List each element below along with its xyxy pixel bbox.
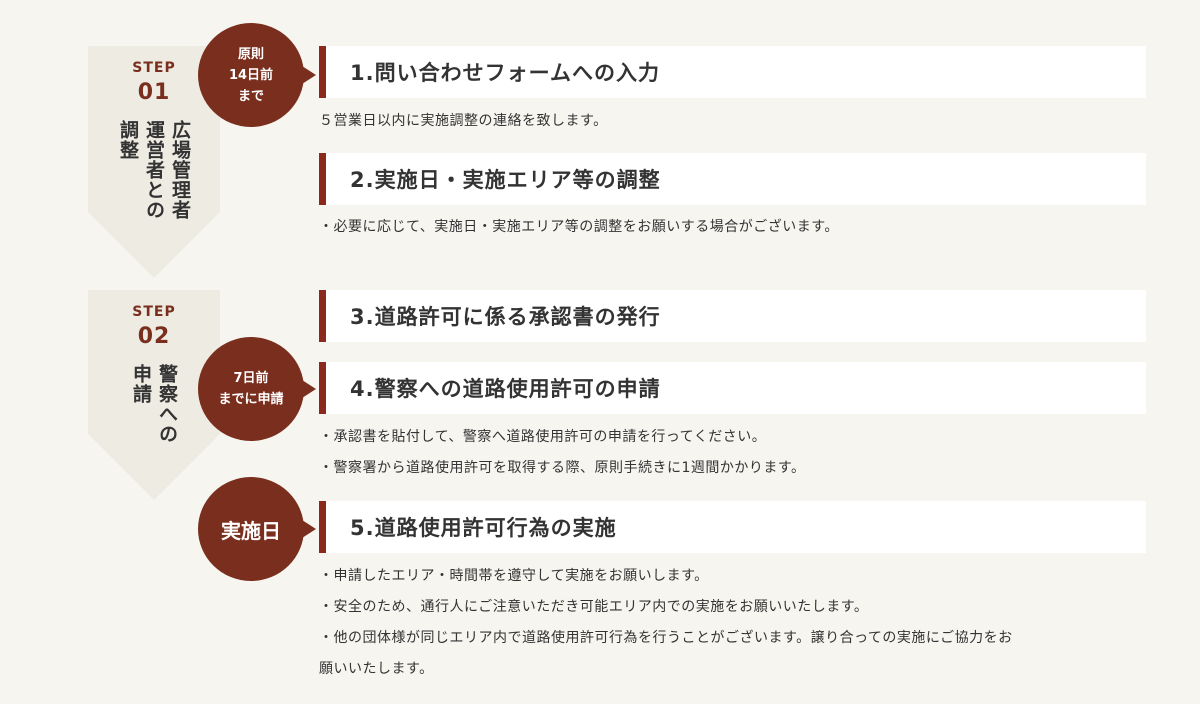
item-2-notes: ・必要に応じて、実施日・実施エリア等の調整をお願いする場合がございます。 [319,212,1159,243]
step-02-description: 警察への 申請 [130,364,178,444]
item-4-box: 4.警察への道路使用許可の申請 [319,362,1146,414]
step-01-description: 広場管理者 運営者との 調整 [117,120,191,220]
item-5-note-2: ・安全のため、通行人にご注意いただき可能エリア内での実施をお願いいたします。 [319,599,869,615]
item-4-note-2: ・警察署から道路使用許可を取得する際、原則手続きに1週間かかります。 [319,460,806,476]
deadline-badge-7-days: 7日前 までに申請 [198,337,316,441]
item-1-notes: ５営業日以内に実施調整の連絡を致します。 [319,106,1159,137]
item-4-notes: ・承認書を貼付して、警察へ道路使用許可の申請を行ってください。 ・警察署から道路… [319,422,1159,484]
item-1-box: 1.問い合わせフォームへの入力 [319,46,1146,98]
item-3-title: 3.道路許可に係る承認書の発行 [350,305,661,329]
implementation-day-badge: 実施日 [198,477,316,581]
item-2-box: 2.実施日・実施エリア等の調整 [319,153,1146,205]
item-4-title: 4.警察への道路使用許可の申請 [350,377,661,401]
item-5-title: 5.道路使用許可行為の実施 [350,516,617,540]
item-3-box: 3.道路許可に係る承認書の発行 [319,290,1146,342]
deadline-badge-14-days-text: 原則 14日前 まで [228,46,274,104]
item-4-note-1: ・承認書を貼付して、警察へ道路使用許可の申請を行ってください。 [319,429,767,445]
step-01-label: STEP [132,60,176,76]
item-2-title: 2.実施日・実施エリア等の調整 [350,168,661,192]
step-02-label: STEP [132,304,176,320]
step-02-number: 02 [137,324,171,349]
step-01-number: 01 [137,80,171,105]
item-5-note-4: 願いいたします。 [319,661,434,677]
item-5-note-1: ・申請したエリア・時間帯を遵守して実施をお願いします。 [319,568,709,584]
deadline-badge-14-days: 原則 14日前 まで [198,23,316,127]
deadline-badge-7-days-text: 7日前 までに申請 [218,371,284,407]
implementation-day-badge-text: 実施日 [221,518,281,543]
item-5-note-3: ・他の団体様が同じエリア内で道路使用許可行為を行うことがございます。譲り合っての… [319,630,1013,646]
item-5-notes: ・申請したエリア・時間帯を遵守して実施をお願いします。 ・安全のため、通行人にご… [319,561,1159,685]
item-2-note-1: ・必要に応じて、実施日・実施エリア等の調整をお願いする場合がございます。 [319,219,839,235]
item-1-title: 1.問い合わせフォームへの入力 [350,61,660,85]
item-5-box: 5.道路使用許可行為の実施 [319,501,1146,553]
item-1-note-1: ５営業日以内に実施調整の連絡を致します。 [319,113,608,129]
